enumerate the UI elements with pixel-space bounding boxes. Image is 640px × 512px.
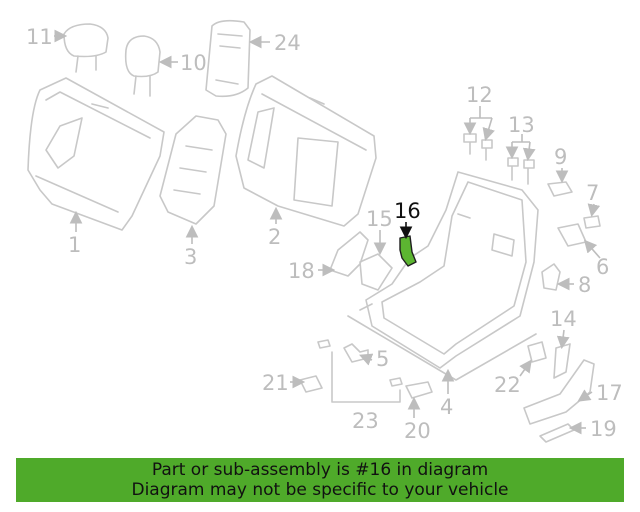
handle-19-part[interactable] (539, 423, 575, 443)
label-14[interactable]: 14 (550, 307, 577, 331)
seat-frame-part[interactable] (347, 171, 539, 381)
label-22[interactable]: 22 (494, 373, 521, 397)
headrest-center-part[interactable] (124, 35, 161, 97)
label-11[interactable]: 11 (26, 25, 53, 49)
label-7[interactable]: 7 (586, 181, 599, 205)
seatback-cover-left-part[interactable] (27, 77, 165, 231)
label-17[interactable]: 17 (596, 381, 623, 405)
label-5[interactable]: 5 (376, 347, 389, 371)
label-19[interactable]: 19 (590, 417, 617, 441)
bracket-21-part[interactable] (299, 375, 323, 393)
label-1[interactable]: 1 (68, 233, 81, 257)
headrest-cover-part[interactable] (205, 19, 251, 98)
bracket-20-part[interactable] (405, 381, 433, 399)
seatback-pad-part[interactable] (159, 115, 227, 225)
cover-8-part[interactable] (541, 263, 561, 291)
clip-23-part[interactable] (317, 339, 403, 403)
parts-diagram: 11 10 24 1 3 2 12 13 9 7 6 8 15 16 18 5 … (26, 19, 623, 443)
label-24[interactable]: 24 (274, 31, 301, 55)
clip-9-part[interactable] (547, 181, 573, 197)
bracket-15-part[interactable] (359, 253, 393, 291)
label-20[interactable]: 20 (404, 419, 431, 443)
label-9[interactable]: 9 (554, 145, 567, 169)
bolt-set-13-part[interactable] (507, 157, 535, 185)
trim-18-part[interactable] (329, 231, 369, 277)
bracket-7-part[interactable] (583, 215, 601, 229)
label-16[interactable]: 16 (394, 199, 421, 223)
label-12[interactable]: 12 (466, 83, 493, 107)
banner-line-1: Part or sub-assembly is #16 in diagram (151, 460, 489, 480)
bracket-14-part[interactable] (553, 343, 571, 379)
label-2[interactable]: 2 (268, 225, 281, 249)
label-10[interactable]: 10 (180, 51, 207, 75)
trim-6-part[interactable] (557, 223, 587, 247)
side-shield-17-part[interactable] (523, 359, 595, 425)
label-4[interactable]: 4 (440, 395, 453, 419)
bracket-5-part[interactable] (343, 343, 369, 363)
label-23[interactable]: 23 (352, 409, 379, 433)
bolt-set-12-part[interactable] (463, 133, 493, 161)
label-21[interactable]: 21 (262, 371, 289, 395)
label-18[interactable]: 18 (288, 259, 315, 283)
label-13[interactable]: 13 (508, 113, 535, 137)
headrest-left-part[interactable] (63, 23, 109, 73)
label-8[interactable]: 8 (578, 273, 591, 297)
label-6[interactable]: 6 (596, 255, 609, 279)
banner-line-2: Diagram may not be specific to your vehi… (131, 480, 509, 500)
info-banner: Part or sub-assembly is #16 in diagram D… (16, 458, 624, 502)
label-15[interactable]: 15 (366, 207, 393, 231)
bracket-22-part[interactable] (527, 341, 547, 363)
seatback-cover-right-part[interactable] (235, 75, 377, 227)
label-3[interactable]: 3 (184, 245, 197, 269)
leader-lines (54, 29, 601, 435)
highlighted-part-16[interactable] (399, 235, 417, 267)
